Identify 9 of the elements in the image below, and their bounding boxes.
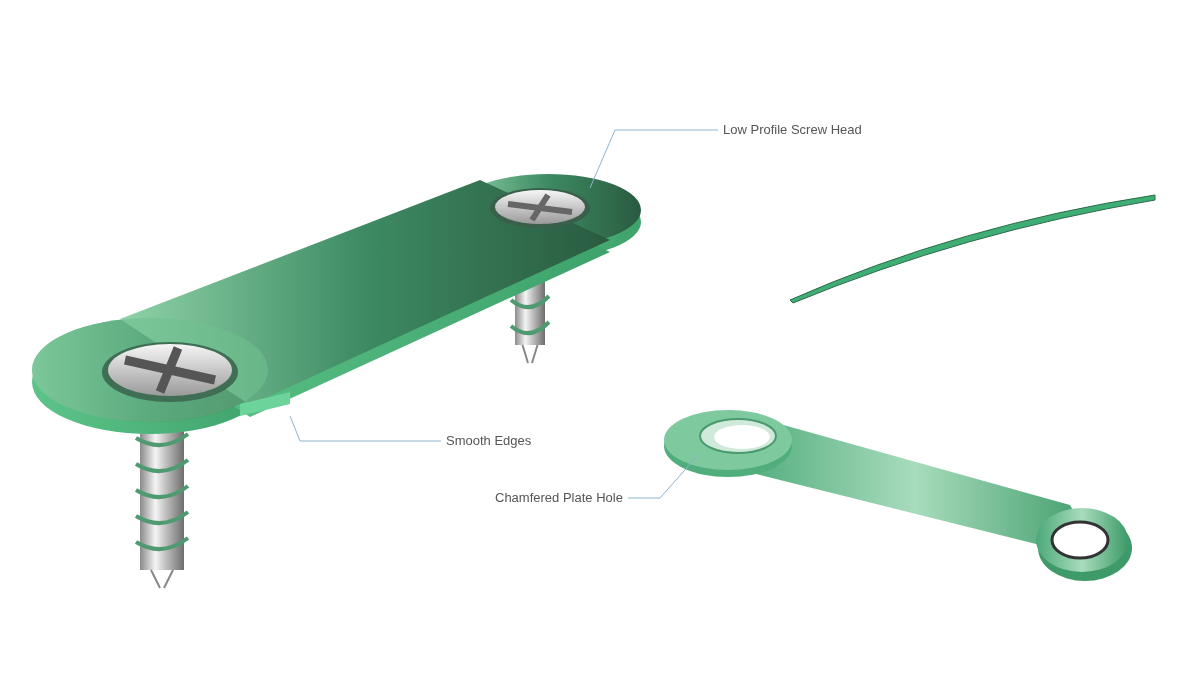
- plate-edge: [240, 392, 290, 416]
- leader-line: [289, 415, 442, 442]
- callout-label: Smooth Edges: [446, 433, 532, 448]
- chamfered-hole: [699, 418, 777, 454]
- screw-head: [490, 188, 590, 228]
- callout-label: Chamfered Plate Hole: [495, 490, 623, 505]
- leader-line: [589, 129, 719, 189]
- leader-line: [627, 452, 701, 499]
- callout-label: Low Profile Screw Head: [723, 122, 862, 137]
